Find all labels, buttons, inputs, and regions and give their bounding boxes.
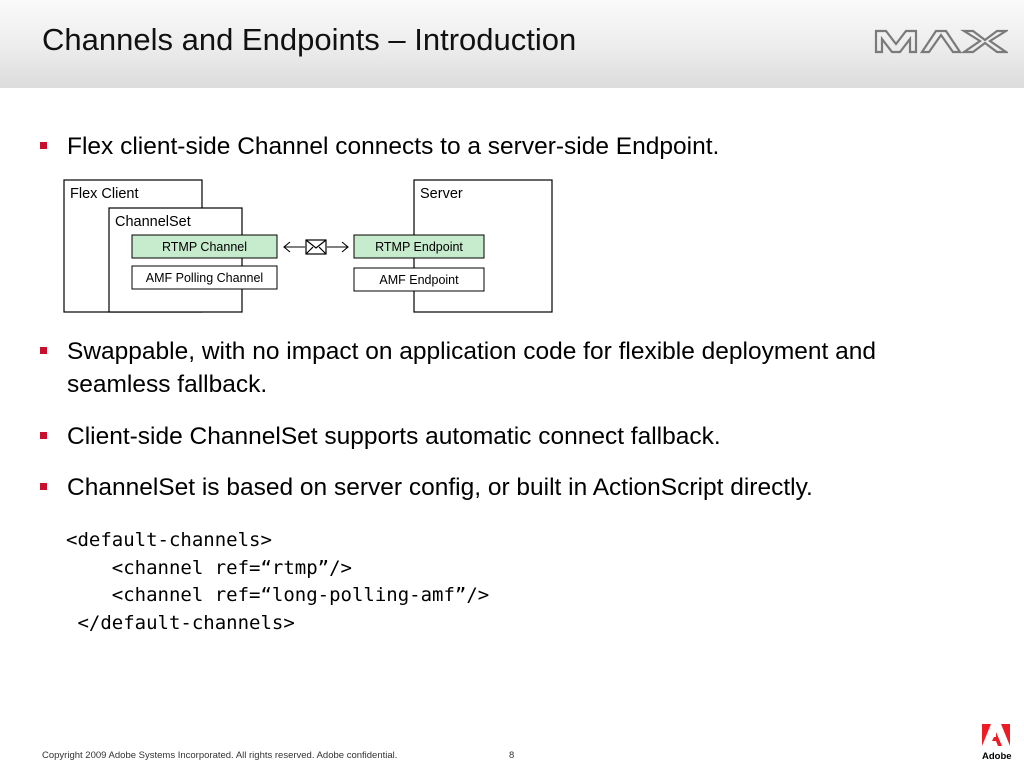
bullet-marker [40, 432, 47, 439]
flex-client-label: Flex Client [70, 186, 139, 202]
amf-channel-label: AMF Polling Channel [146, 271, 263, 285]
amf-endpoint-box [353, 267, 485, 292]
server-label: Server [420, 186, 463, 202]
max-logo [874, 29, 1008, 54]
rtmp-channel-label: RTMP Channel [162, 240, 247, 254]
bullet-marker [40, 142, 47, 149]
bullet-text: ChannelSet is based on server config, or… [67, 474, 813, 501]
envelope-icon [305, 239, 327, 255]
copyright-footer: Copyright 2009 Adobe Systems Incorporate… [42, 750, 398, 761]
page-number: 8 [509, 750, 515, 761]
code-line: <channel ref=“long-polling-amf”/> [66, 584, 490, 606]
bullet-marker [40, 483, 47, 490]
connection-arrow [283, 241, 349, 253]
adobe-logo-text: Adobe [982, 751, 1012, 762]
adobe-logo-icon: Adobe [982, 724, 1012, 762]
bullet-text: Swappable, with no impact on application… [67, 338, 877, 398]
bullet-text: Flex client-side Channel connects to a s… [67, 133, 720, 160]
rtmp-endpoint-box [353, 234, 485, 259]
channelset-label: ChannelSet [115, 214, 191, 230]
code-line: </default-channels> [66, 611, 295, 634]
rtmp-channel-box [131, 234, 278, 259]
amf-channel-box [131, 265, 278, 290]
slide-title: Channels and Endpoints – Introduction [42, 22, 577, 57]
code-line: <default-channels> [66, 529, 272, 551]
rtmp-endpoint-label: RTMP Endpoint [375, 240, 463, 254]
code-block: <default-channels> <channel ref=“rtmp”/>… [66, 527, 489, 637]
channelset-box [108, 207, 243, 313]
amf-endpoint-label: AMF Endpoint [379, 273, 459, 287]
channel-endpoint-diagram: Flex Client ChannelSet Server RTMP Chann… [63, 179, 553, 313]
slide-header: Channels and Endpoints – Introduction [0, 0, 1024, 88]
bullet-text: Client-side ChannelSet supports automati… [67, 423, 721, 450]
bullet-marker [40, 347, 47, 354]
code-line: <channel ref=“rtmp”/> [66, 556, 352, 579]
